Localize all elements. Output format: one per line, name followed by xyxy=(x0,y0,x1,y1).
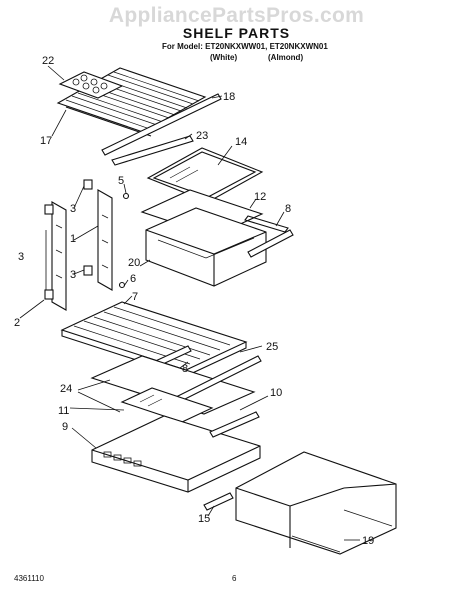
model-line: For Model: ET20NKXWW01, ET20NKXWN01 xyxy=(162,42,328,51)
crisper-drawers xyxy=(235,451,397,555)
glass-shelf xyxy=(146,147,264,203)
page-title: SHELF PARTS xyxy=(182,25,291,41)
callout-1: 1 xyxy=(70,233,76,245)
crisper-cover xyxy=(91,411,261,493)
callout-20: 20 xyxy=(128,257,140,269)
callout-8-lower: 8 xyxy=(182,363,188,375)
callout-24: 24 xyxy=(60,383,72,395)
watermark: AppliancePartsPros.com xyxy=(108,4,365,27)
callout-17: 17 xyxy=(40,135,52,147)
glass-insert xyxy=(120,387,214,423)
almond-label: (Almond) xyxy=(268,53,304,62)
callout-5: 5 xyxy=(118,175,124,187)
callout-8: 8 xyxy=(285,203,291,215)
callout-6: 6 xyxy=(130,273,136,285)
leader-lines xyxy=(19,65,360,541)
shelf-rail-18 xyxy=(101,93,222,156)
shelf-rail-23 xyxy=(111,135,194,166)
callout-23: 23 xyxy=(196,130,208,142)
callout-7: 7 xyxy=(132,291,138,303)
callout-2: 2 xyxy=(14,317,20,329)
callout-labels: 22 18 17 23 14 5 12 8 3 1 3 20 6 7 3 2 2… xyxy=(14,55,374,547)
drawer-rail-8 xyxy=(247,229,294,258)
white-label: (White) xyxy=(210,53,238,62)
shelf-support-ladder xyxy=(44,179,130,311)
egg-tray xyxy=(58,71,124,99)
callout-19: 19 xyxy=(362,535,374,547)
callout-15: 15 xyxy=(198,513,210,525)
callout-3-left: 3 xyxy=(18,251,24,263)
callout-18: 18 xyxy=(223,91,235,103)
page-number: 6 xyxy=(232,574,237,583)
footer-part-number: 4361110 xyxy=(14,574,44,583)
callout-3-mid: 3 xyxy=(70,269,76,281)
callout-9: 9 xyxy=(62,421,68,433)
callout-25: 25 xyxy=(266,341,278,353)
callout-3-top: 3 xyxy=(70,203,76,215)
callout-11: 11 xyxy=(58,405,69,417)
callout-14: 14 xyxy=(235,136,247,148)
callout-12: 12 xyxy=(254,191,266,203)
meat-drawer xyxy=(145,207,267,287)
rail-15 xyxy=(203,492,234,511)
callout-22: 22 xyxy=(42,55,54,67)
callout-10: 10 xyxy=(270,387,282,399)
